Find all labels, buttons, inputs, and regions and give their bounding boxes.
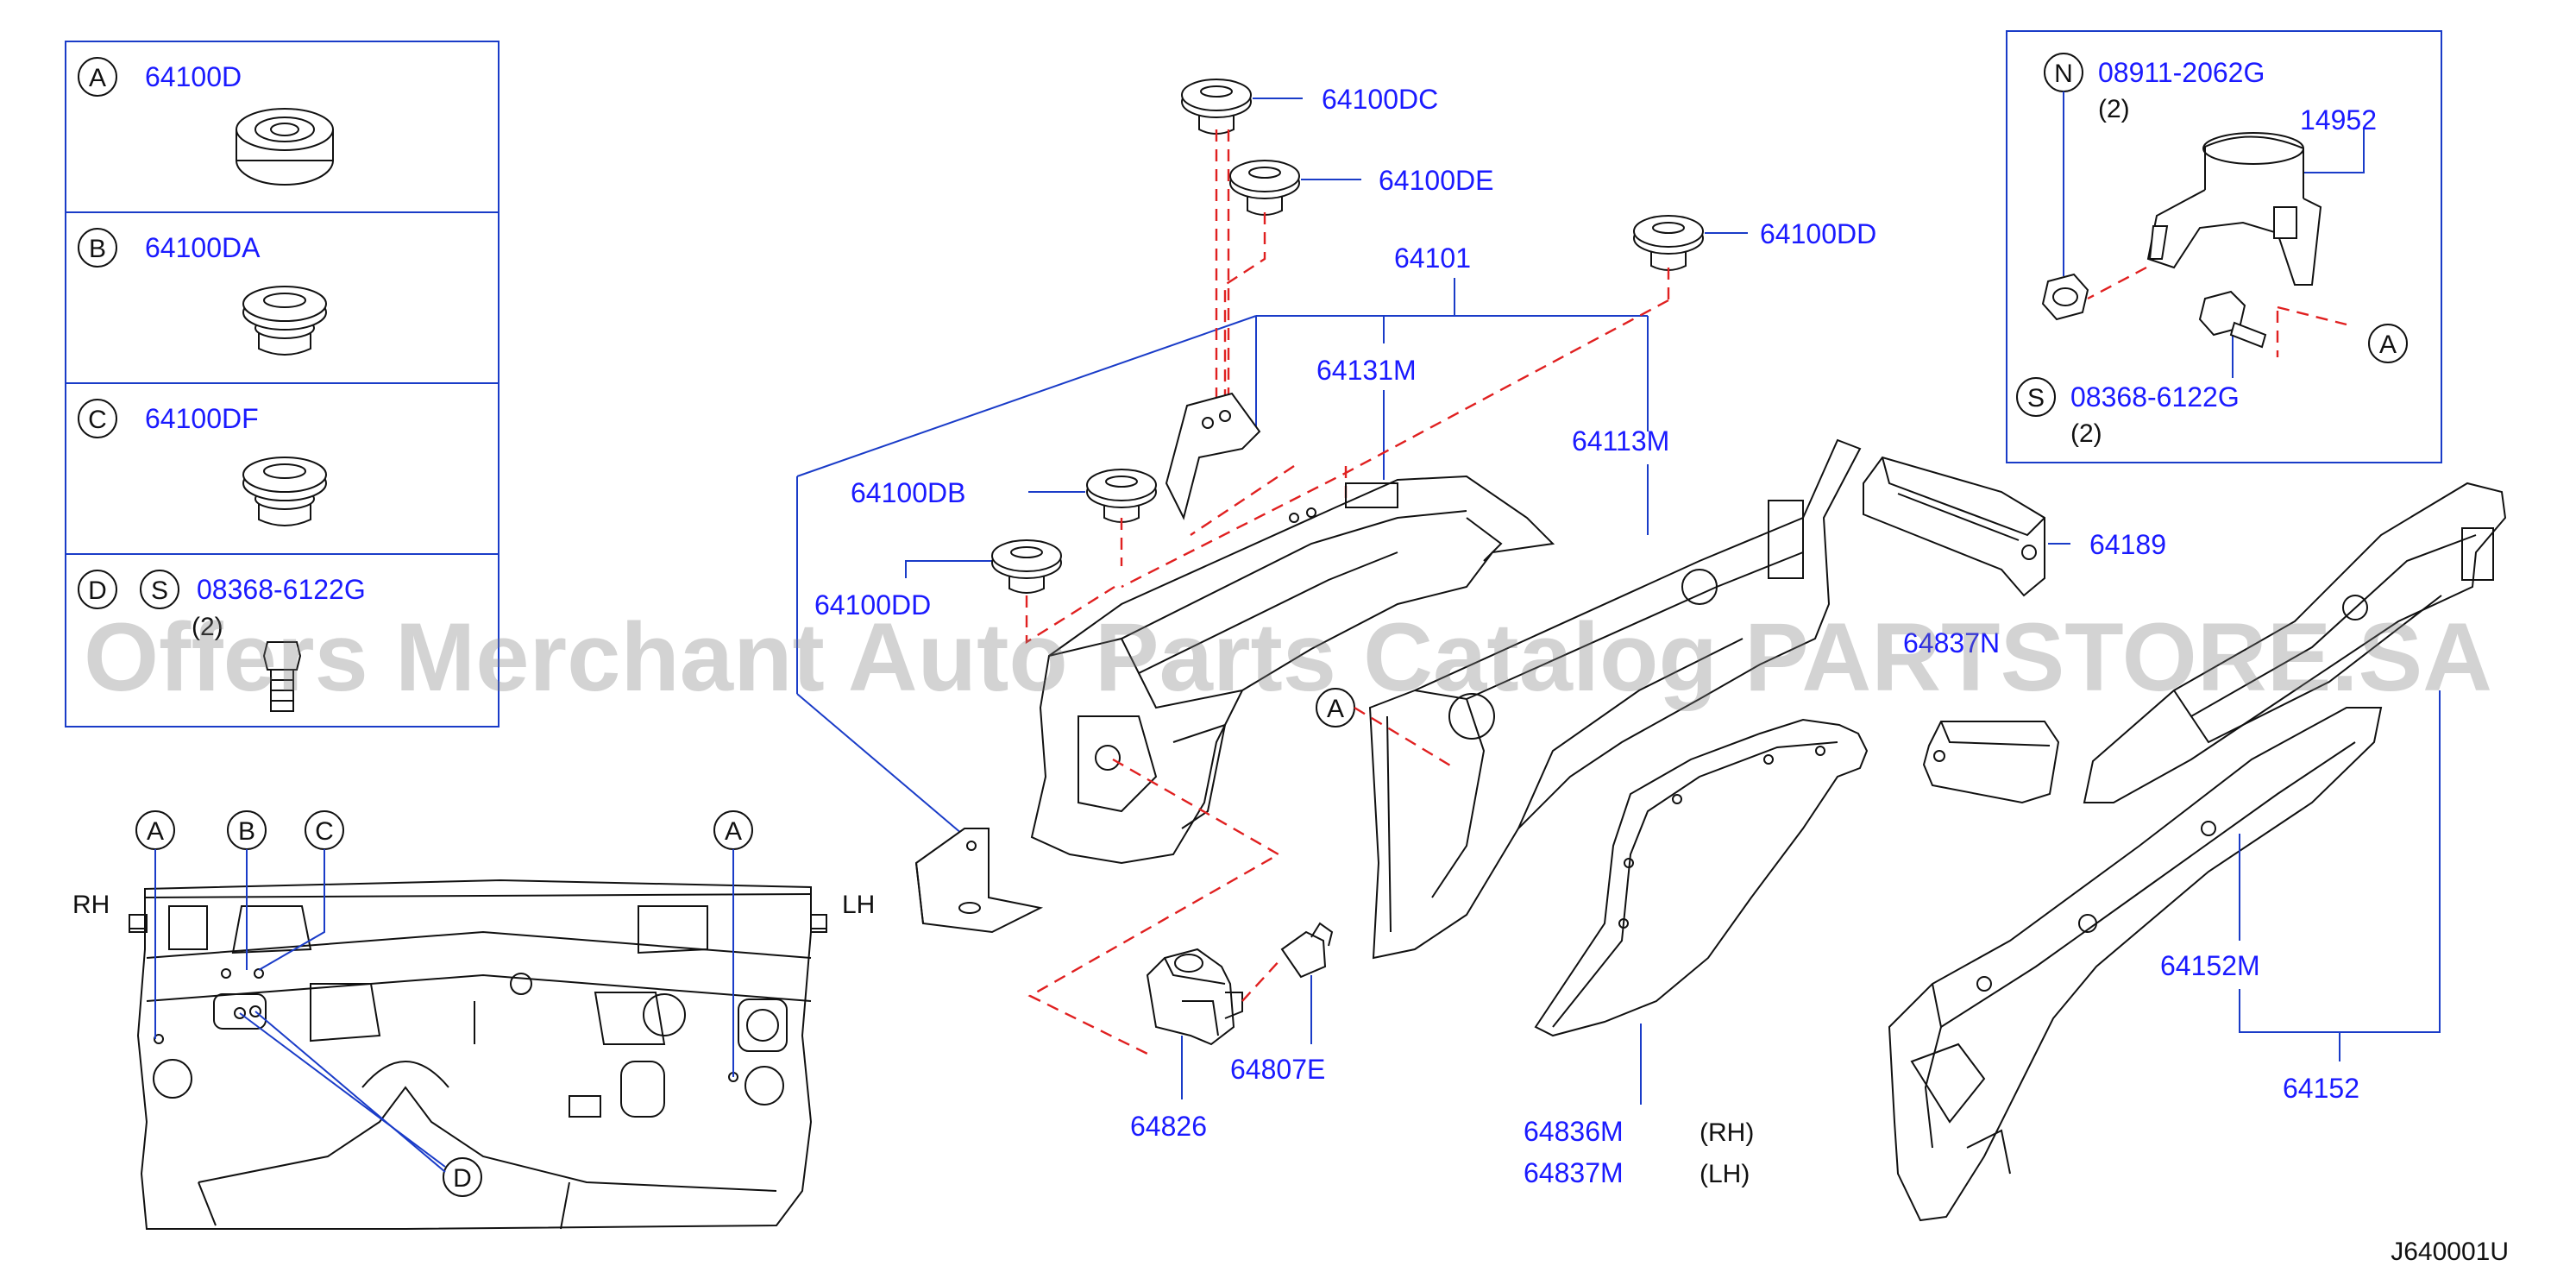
grommet-icon	[236, 108, 334, 186]
part-64101-label[interactable]: 64101	[1394, 243, 1471, 274]
dash-callout-c: C	[315, 817, 334, 846]
lh-note: (LH)	[1700, 1160, 1750, 1188]
nut-icon	[2041, 273, 2089, 321]
part-64189-label[interactable]: 64189	[2089, 529, 2166, 560]
callout-a-letter: A	[1327, 695, 1344, 723]
cover-64837n	[1922, 721, 2060, 804]
inset-n-qty: (2)	[2098, 95, 2130, 123]
bolt-icon	[2198, 290, 2267, 349]
inset-box: N 08911-2062G (2) 14952 S 08368-6122G (2…	[2006, 30, 2442, 463]
legend-row-c: C 64100DF	[78, 399, 327, 526]
legend-row-b: B 64100DA	[78, 228, 327, 356]
dash-panel-view	[129, 879, 827, 1230]
lh-side-label: LH	[842, 891, 875, 919]
plug-icon	[242, 457, 327, 526]
part-64837n-label[interactable]: 64837N	[1903, 627, 2000, 658]
letter-circle-d	[443, 1157, 482, 1197]
letter-circle-a	[2368, 324, 2408, 363]
bracket-64189	[1863, 456, 2045, 597]
lower-bracket	[914, 828, 1044, 934]
part-64100dd-top-label[interactable]: 64100DD	[1760, 218, 1876, 249]
legend-letter: D	[88, 576, 107, 605]
legend-letter: B	[89, 235, 106, 263]
letter-circle-d	[78, 570, 117, 609]
clip-64807e	[1280, 922, 1334, 979]
grommet-64100db	[1086, 469, 1157, 523]
part-64836m-label[interactable]: 64836M	[1524, 1116, 1624, 1147]
letter-circle-b	[78, 228, 117, 268]
front-side-member-assembly	[1030, 392, 1555, 865]
side-member-64152m	[2083, 482, 2507, 803]
inset-s-letter: S	[2027, 384, 2045, 413]
grommet-64100de	[1229, 160, 1300, 216]
part-64100dd-mid-label[interactable]: 64100DD	[814, 589, 931, 620]
rh-side-label: RH	[72, 891, 110, 919]
dash-callout-b: B	[238, 817, 255, 846]
hoodledge-64113m	[1368, 438, 1862, 960]
part-64100db-label[interactable]: 64100DB	[851, 477, 965, 508]
part-64100de-label[interactable]: 64100DE	[1379, 165, 1493, 196]
dash-callout-d: D	[453, 1164, 472, 1193]
part-64837m-label[interactable]: 64837M	[1524, 1157, 1624, 1188]
letter-circle-a	[78, 57, 117, 97]
part-64100dc-label[interactable]: 64100DC	[1322, 84, 1438, 115]
rh-note: (RH)	[1700, 1118, 1754, 1147]
part-64826-label[interactable]: 64826	[1130, 1111, 1207, 1142]
legend-row-a: A 64100D	[78, 57, 334, 186]
dash-callout-a-left: A	[147, 817, 164, 846]
bracket-64826	[1146, 948, 1243, 1046]
inset-n-letter: N	[2054, 60, 2073, 88]
legend-qty: (2)	[192, 613, 223, 641]
part-64131m-label[interactable]: 64131M	[1316, 355, 1417, 386]
grommet-64100dd-mid	[991, 539, 1062, 594]
legend-part-number[interactable]: 08368-6122G	[197, 574, 366, 605]
inset-s-part-number[interactable]: 08368-6122G	[2070, 381, 2240, 413]
legend-part-number[interactable]: 64100DF	[145, 403, 259, 434]
part-64113m-label[interactable]: 64113M	[1572, 425, 1669, 457]
legend-part-number[interactable]: 64100D	[145, 61, 242, 92]
plug-icon	[242, 286, 327, 356]
watermark: Offers Merchant Auto Parts Catalog PARTS…	[84, 603, 2492, 711]
legend-letter: C	[88, 406, 107, 434]
inset-n-part-number[interactable]: 08911-2062G	[2098, 57, 2265, 88]
grommet-64100dd-top	[1633, 215, 1704, 271]
inset-ref-letter: A	[2379, 331, 2397, 359]
clamp-bracket-icon	[2146, 132, 2322, 286]
letter-circle-s	[2016, 377, 2056, 417]
inset-s-qty: (2)	[2070, 419, 2102, 448]
legend-sub-letter: S	[151, 576, 168, 605]
legend-letter: A	[89, 64, 106, 92]
side-panel-64836m	[1534, 718, 1869, 1037]
bolt-icon	[262, 641, 302, 712]
grommet-64100dc	[1181, 79, 1252, 135]
dash-callout-a-right: A	[725, 817, 742, 846]
legend-part-number[interactable]: 64100DA	[145, 232, 261, 263]
legend-box: A 64100D B 64100DA	[65, 41, 499, 728]
inset-clamp-part-number[interactable]: 14952	[2300, 104, 2377, 135]
legend-row-d: D S 08368-6122G (2)	[78, 570, 366, 712]
part-64807e-label[interactable]: 64807E	[1230, 1054, 1325, 1085]
side-member-lower-64152	[1888, 707, 2383, 1222]
letter-circle-s	[140, 570, 179, 609]
letter-circle-c	[78, 399, 117, 438]
part-64152-label[interactable]: 64152	[2283, 1073, 2359, 1104]
part-64152m-label[interactable]: 64152M	[2160, 950, 2260, 981]
diagram-code: J640001U	[2391, 1238, 2509, 1266]
